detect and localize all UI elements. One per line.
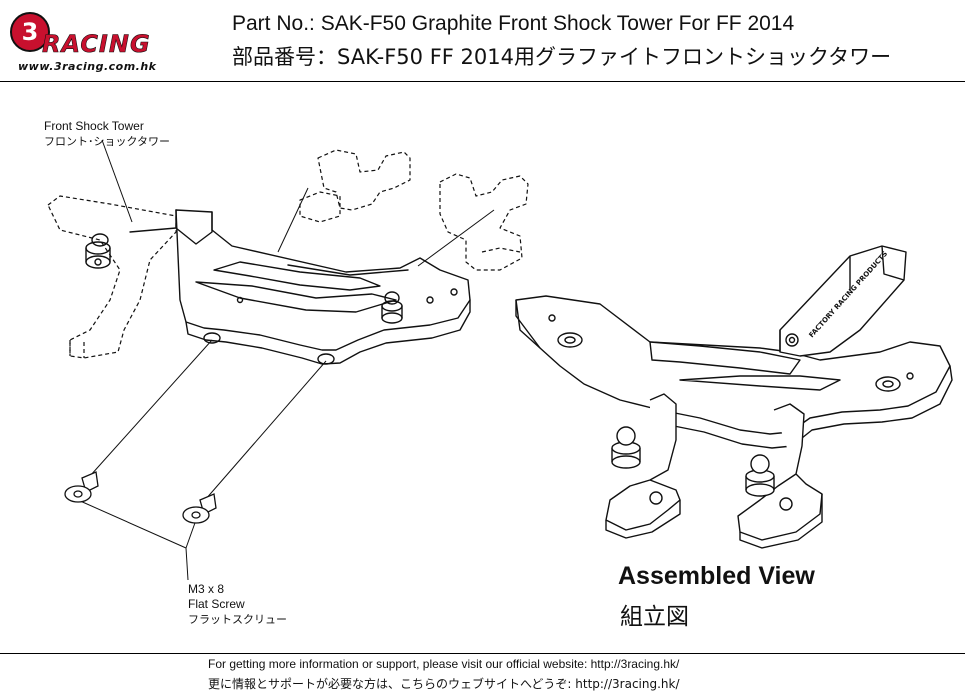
- callout-front-shock-tower: Front Shock Tower フロント･ショックタワー: [44, 119, 170, 149]
- callout-leader-screws: [77, 499, 189, 581]
- assembled-tower: [515, 245, 953, 549]
- screw-leader-2: [204, 360, 327, 501]
- flat-screw-1: [64, 471, 99, 503]
- ball-stud-right: [381, 291, 403, 324]
- callout-screw-size: M3 x 8: [188, 582, 225, 596]
- assembled-view-title-jp: 組立図: [620, 604, 689, 630]
- screw-leader-1: [89, 339, 213, 477]
- page-title-jp: 部品番号：SAK-F50 FF 2014用グラファイトフロントショックタワー: [232, 45, 892, 69]
- callout-screw-name-jp: フラットスクリュー: [188, 613, 287, 626]
- ghost-bracket-right: [439, 173, 529, 271]
- front-shock-tower-part: [129, 209, 471, 365]
- logo-badge: 3: [10, 12, 50, 52]
- callout-screw-name-en: Flat Screw: [188, 597, 245, 611]
- footer: For getting more information or support,…: [0, 655, 965, 700]
- assembled-upright: [779, 245, 907, 357]
- callout-front-shock-tower-en: Front Shock Tower: [44, 119, 144, 133]
- footer-support-jp: 更に情報とサポートが必要な方は、こちらのウェブサイトへどうぞ: http://3…: [208, 677, 680, 691]
- callout-leader-tower: [101, 139, 133, 223]
- callout-front-shock-tower-jp: フロント･ショックタワー: [44, 135, 171, 148]
- logo-wordmark: RACING: [42, 30, 151, 59]
- leader-line: [277, 187, 309, 253]
- callout-flat-screw: M3 x 8 Flat Screw フラットスクリュー: [188, 582, 287, 627]
- assembled-view-title-en: Assembled View: [618, 562, 815, 590]
- logo-url: www.3racing.com.hk: [18, 60, 157, 73]
- footer-support-en: For getting more information or support,…: [208, 657, 680, 671]
- flat-screws: [64, 471, 217, 524]
- brand-logo[interactable]: 3 RACING www.3racing.com.hk: [6, 10, 206, 74]
- footer-divider: [0, 653, 965, 654]
- flat-screw-2: [182, 493, 217, 524]
- header-divider: [0, 81, 965, 82]
- ghost-tower-left: [47, 195, 177, 359]
- ghost-bracket-center: [317, 149, 411, 211]
- header: 3 RACING www.3racing.com.hk Part No.: SA…: [0, 0, 965, 80]
- page-title-en: Part No.: SAK-F50 Graphite Front Shock T…: [232, 12, 795, 35]
